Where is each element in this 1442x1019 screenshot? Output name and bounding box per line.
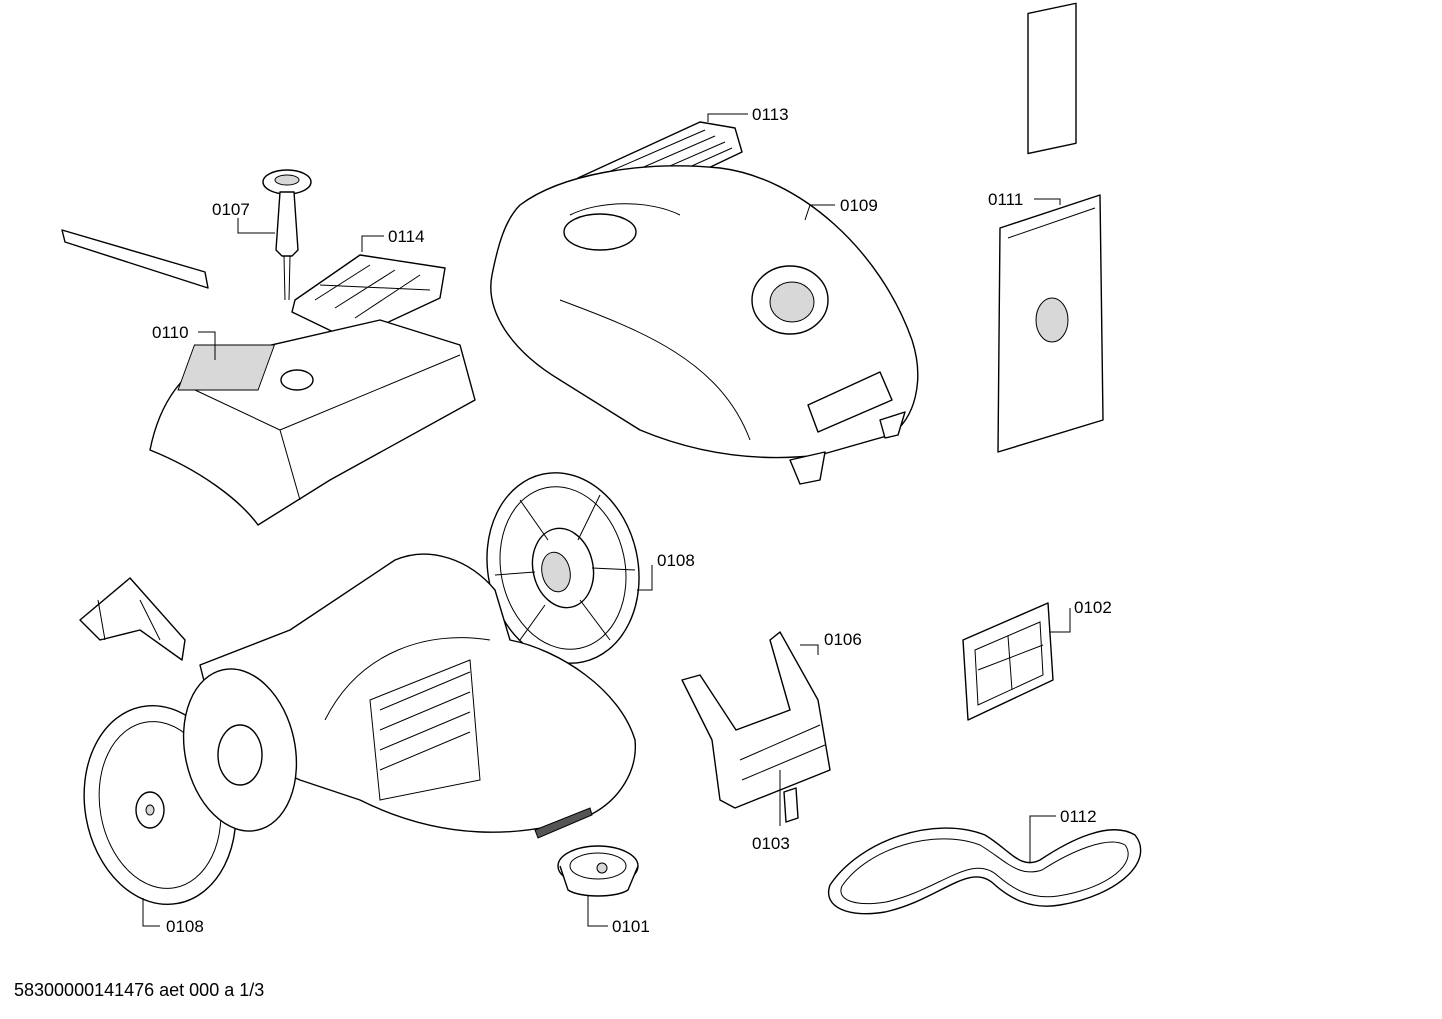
part-0112-seal-ring[interactable] [827,827,1142,915]
label-0113: 0113 [752,105,789,124]
label-0106: 0106 [824,630,862,649]
leader-0110 [198,331,216,360]
part-0101-swivel-cap[interactable] [557,845,639,897]
label-0101: 0101 [612,917,650,936]
label-0103: 0103 [752,834,790,853]
label-0114: 0114 [388,227,425,246]
leader-0111 [1034,198,1061,205]
part-0106-bag-holder[interactable] [681,631,831,809]
part-0114-motor-filter[interactable] [291,254,446,341]
label-0102: 0102 [1074,598,1112,617]
leader-0109 [804,204,835,221]
label-0110: 0110 [152,323,189,342]
label-0108-top: 0108 [657,551,695,570]
part-side-wheel-hub[interactable] [169,658,311,841]
label-0109: 0109 [840,196,878,215]
part-0103-clip[interactable] [783,787,799,823]
leader-0112 [1029,815,1056,862]
leader-0108-top [637,565,653,591]
leader-0114 [361,235,384,252]
leader-0106 [800,644,819,655]
part-main-body[interactable] [199,553,636,839]
leader-0108-bottom [142,898,160,927]
label-0108-bottom: 0108 [166,917,204,936]
part-0111-dust-bag[interactable] [997,2,1104,453]
part-0102-exhaust-filter[interactable] [962,602,1054,721]
label-0111: 0111 [988,190,1023,209]
leader-0102 [1050,608,1071,633]
part-0109-housing-lid[interactable] [490,165,919,485]
drawing-id-footer: 58300000141476 aet 000 a 1/3 [14,980,265,1000]
leader-0113 [707,113,748,122]
leader-0107 [237,218,275,234]
label-0107: 0107 [212,200,250,219]
leader-0101 [587,895,608,927]
part-hinge-bracket[interactable] [79,577,186,661]
label-0112: 0112 [1060,807,1097,826]
part-gasket-strip[interactable] [61,229,209,289]
part-0107-release-pin[interactable] [262,169,312,301]
part-0110-upper-housing[interactable] [149,319,476,526]
